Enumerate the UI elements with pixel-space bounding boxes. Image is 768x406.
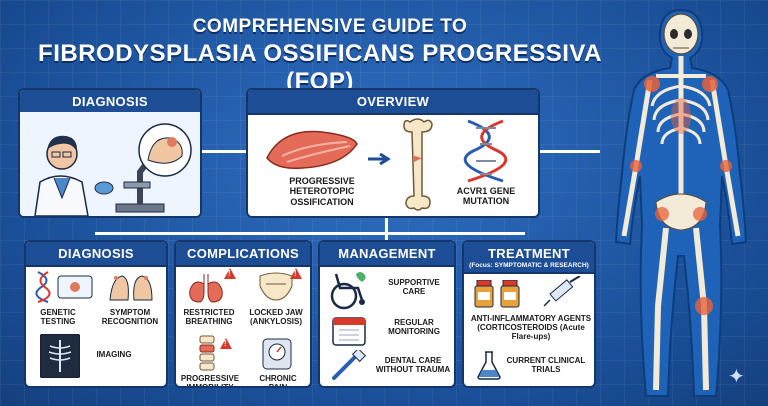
pill-bottle-icon-1 (474, 280, 494, 308)
management-item3-label: DENTAL CARE WITHOUT TRAUMA (375, 356, 451, 375)
complications-item2-label: LOCKED JAW (ANKYLOSIS) (249, 308, 303, 327)
scale-icon (262, 338, 292, 370)
jaw-icon (259, 272, 293, 301)
treatment-subheader: (Focus: SYMPTOMATIC & RESEARCH) (464, 261, 594, 274)
muscle-icon (266, 130, 358, 170)
skeleton-figure (614, 8, 748, 397)
wheelchair-icon (330, 272, 366, 310)
complications-item3-label: PROGRESSIVE IMMOBILITY (180, 374, 240, 388)
complications-panel: COMPLICATIONS RESTRICTED BREATHING LOCKE… (174, 240, 312, 388)
sparkle-icon: ✦ (728, 366, 745, 388)
overview-item2-label: ACVR1 GENE MUTATION (456, 186, 516, 207)
lungs-icon (189, 274, 223, 303)
warning-icon-3 (220, 338, 232, 349)
connector-top (200, 150, 246, 153)
overview-header: OVERVIEW (248, 90, 538, 115)
warning-icon-1 (224, 268, 236, 279)
top-diagnosis-panel: DIAGNOSIS (18, 88, 202, 218)
toothbrush-icon (332, 350, 366, 380)
title-line1: COMPREHENSIVE GUIDE TO (192, 16, 468, 37)
flask-icon (477, 351, 501, 380)
spine-icon (199, 335, 215, 371)
calendar-icon (332, 317, 366, 346)
connector-vertical (385, 218, 388, 240)
management-panel: MANAGEMENT SUPPORTIVE CARE REGULAR MONIT… (318, 240, 456, 388)
complications-item1-label: RESTRICTED BREATHING (183, 308, 235, 327)
arrow-right-icon (368, 152, 391, 166)
doctor-microscope-illustration (20, 112, 200, 216)
feet-icon (109, 275, 153, 301)
overview-item1-label: PROGRESSIVE HETEROTOPIC OSSIFICATION (289, 176, 355, 207)
diagnosis-item1-label: GENETIC TESTING (40, 308, 76, 327)
dna-icon (463, 119, 508, 183)
connector-horizontal (95, 232, 525, 235)
treatment-item2-label: CURRENT CLINICAL TRIALS (506, 356, 586, 375)
top-diagnosis-header: DIAGNOSIS (20, 90, 200, 115)
treatment-panel: TREATMENT (Focus: SYMPTOMATIC & RESEARCH… (462, 240, 596, 388)
dna-test-icon (35, 271, 93, 303)
pill-bottle-icon-2 (500, 280, 520, 308)
management-item1-label: SUPPORTIVE CARE (388, 278, 440, 297)
management-header: MANAGEMENT (320, 242, 454, 267)
syringe-icon (543, 276, 581, 307)
management-item2-label: REGULAR MONITORING (388, 318, 440, 337)
complications-header: COMPLICATIONS (176, 242, 310, 267)
treatment-header: TREATMENT (464, 242, 594, 261)
diagnosis-header: DIAGNOSIS (26, 242, 166, 267)
xray-icon (40, 334, 80, 378)
diagnosis-panel: DIAGNOSIS GENETIC TESTING SYMPTOM RECOGN… (24, 240, 168, 388)
complications-item4-label: CHRONIC PAIN (259, 374, 297, 388)
connector-right (540, 150, 600, 153)
warning-icon-2 (290, 268, 302, 279)
overview-panel: OVERVIEW PROGRESSIVE HETEROTOPIC OSSIFIC… (246, 88, 540, 218)
bone-icon (403, 118, 433, 211)
diagnosis-item2-label: SYMPTOM RECOGNITION (101, 308, 159, 327)
title-line2: FIBRODYSPLASIA OSSIFICANS PROGRESSIVA (F… (38, 40, 602, 95)
diagnosis-item3-label: IMAGING (96, 350, 132, 359)
treatment-item1-label: ANTI-INFLAMMATORY AGENTS (CORTICOSTEROID… (470, 314, 592, 342)
